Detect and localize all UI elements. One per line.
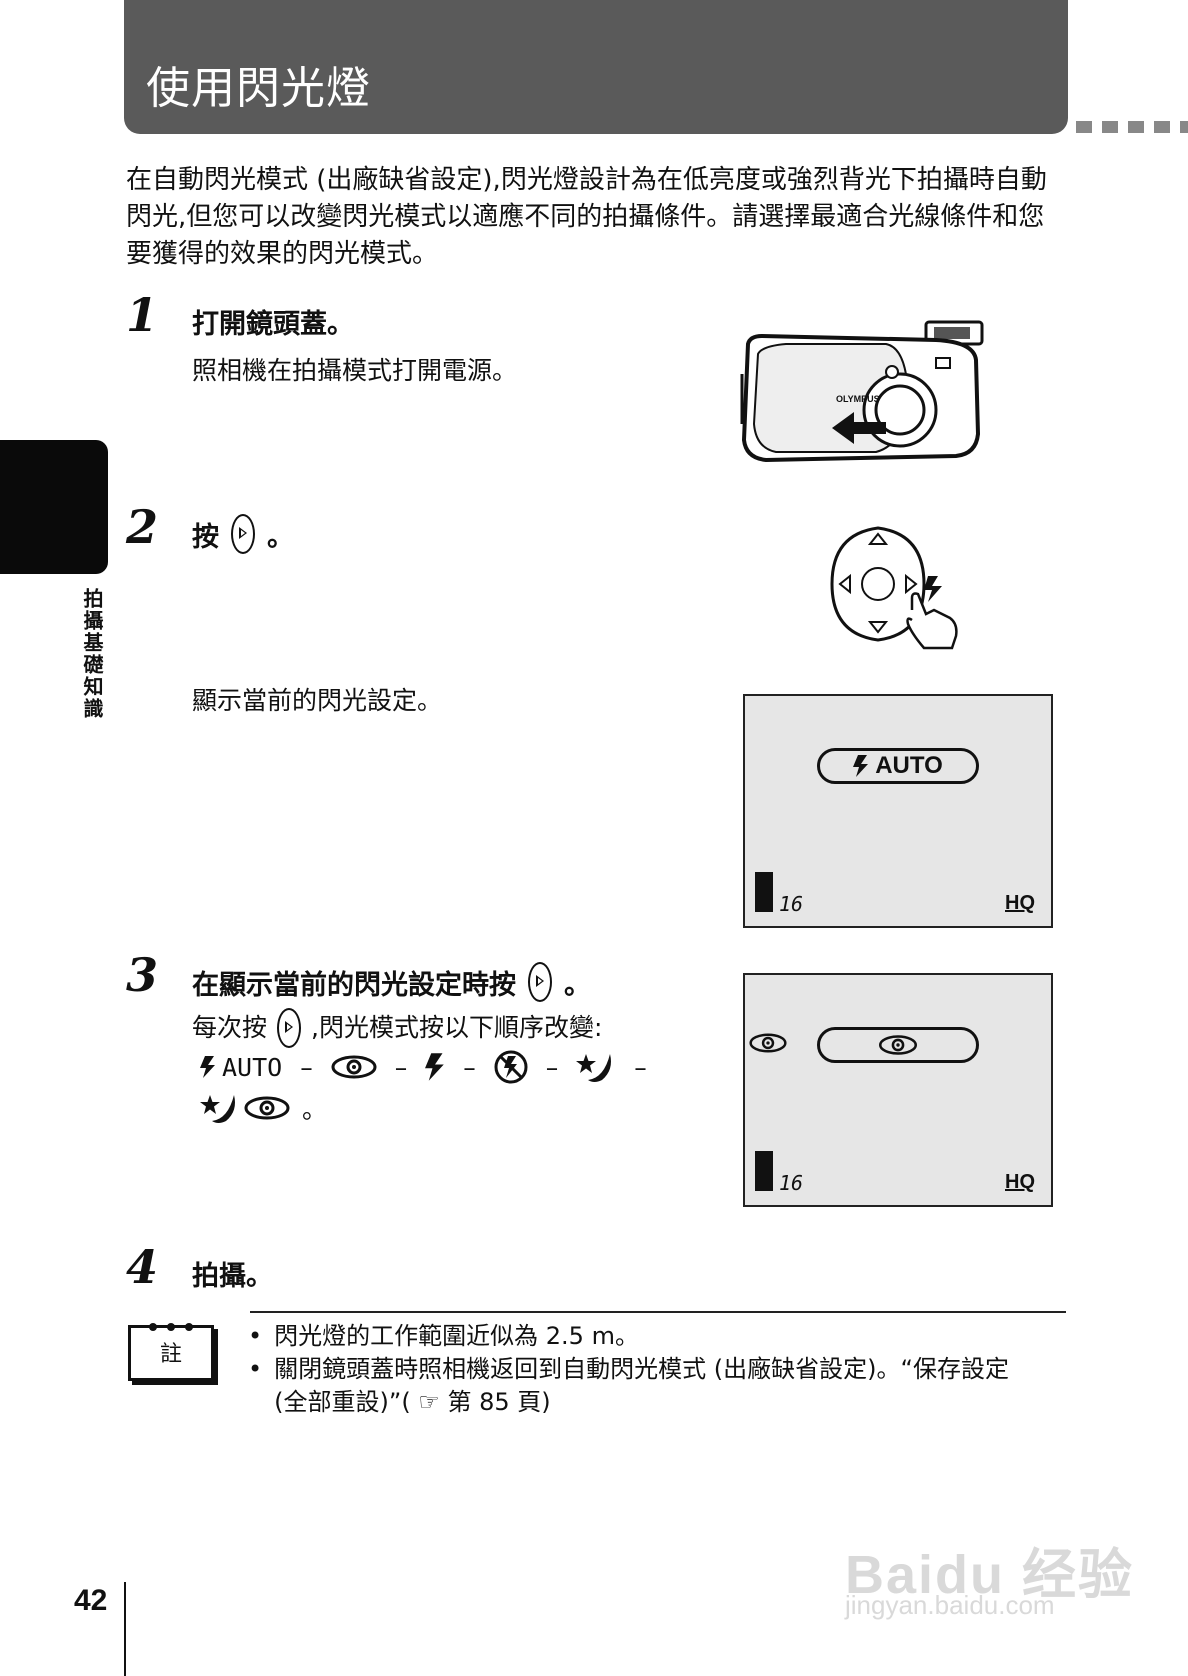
lcd-shot-count: 16 bbox=[779, 1171, 804, 1195]
step-body-3-suffix: ,閃光模式按以下順序改變: bbox=[311, 1013, 603, 1042]
step-title-3-suffix: 。 bbox=[564, 969, 591, 1001]
lcd-flash-mode-text: AUTO bbox=[875, 752, 943, 779]
title-dots bbox=[1076, 121, 1188, 133]
camera-illustration: OLYMPUS bbox=[740, 320, 984, 463]
note-list: •閃光燈的工作範圍近似為 2.5 m。 •關閉鏡頭蓋時照相機返回到自動閃光模式 … bbox=[248, 1320, 1048, 1419]
right-arrow-button-icon bbox=[231, 514, 255, 554]
step-title-3: 在顯示當前的閃光設定時按 。 bbox=[192, 962, 591, 1002]
lcd-quality: HQ bbox=[1005, 1171, 1035, 1193]
step-title-3-prefix: 在顯示當前的閃光設定時按 bbox=[192, 969, 516, 1001]
step-body-2: 顯示當前的閃光設定。 bbox=[192, 686, 443, 715]
fill-flash-icon bbox=[425, 1053, 444, 1081]
step-title-2: 按 。 bbox=[192, 514, 294, 554]
pointing-hand-icon bbox=[906, 592, 958, 650]
step-body-3-prefix: 每次按 bbox=[192, 1013, 268, 1042]
sequence-dash: – bbox=[300, 1052, 313, 1082]
battery-bar-icon bbox=[755, 1151, 773, 1191]
footer-divider bbox=[124, 1582, 126, 1676]
note-item: •關閉鏡頭蓋時照相機返回到自動閃光模式 (出廠缺省設定)。“保存設定 (全部重設… bbox=[248, 1353, 1048, 1419]
page-number: 42 bbox=[74, 1584, 108, 1617]
up-arrow-icon bbox=[867, 532, 889, 545]
flash-auto-icon bbox=[200, 1056, 215, 1078]
watermark-logo: Baidu 经验 bbox=[845, 1545, 1135, 1605]
lcd-flash-mode-pill bbox=[817, 1027, 979, 1063]
title-banner bbox=[124, 0, 1068, 134]
sequence-dash: – bbox=[394, 1052, 408, 1082]
step-number-1: 1 bbox=[126, 288, 159, 342]
note-icon: 註 bbox=[128, 1323, 214, 1381]
sequence-dash: – bbox=[545, 1052, 559, 1082]
step-title-4: 拍攝。 bbox=[192, 1261, 273, 1292]
note-item-text: 閃光燈的工作範圍近似為 2.5 m。 bbox=[274, 1322, 639, 1350]
chapter-label: 拍攝基礎知識 bbox=[80, 588, 104, 720]
lcd-flash-mode-pill: AUTO bbox=[817, 748, 979, 784]
flash-icon bbox=[924, 576, 942, 602]
step-title-2-prefix: 按 bbox=[192, 521, 219, 553]
step-number-2: 2 bbox=[126, 500, 159, 554]
notepad-rings-icon bbox=[149, 1323, 193, 1331]
battery-bar-icon bbox=[755, 872, 773, 912]
down-arrow-icon bbox=[867, 621, 889, 634]
arrow-pad-illustration bbox=[830, 526, 958, 650]
step-number-3: 3 bbox=[126, 948, 159, 1002]
flash-icon bbox=[853, 755, 869, 777]
step-body-3: 每次按 ,閃光模式按以下順序改變: bbox=[192, 1008, 602, 1048]
night-scene-icon bbox=[200, 1095, 235, 1123]
left-arrow-icon bbox=[838, 573, 851, 595]
camera-brand: OLYMPUS bbox=[836, 394, 880, 404]
lcd-screen-redeye: 16 HQ bbox=[743, 973, 1053, 1207]
flash-sequence-line-1: AUTO – – – – – bbox=[200, 1050, 647, 1084]
flash-sequence-line-2: 。 bbox=[200, 1090, 327, 1126]
lcd-screen-auto: AUTO 16 HQ bbox=[743, 694, 1053, 928]
sequence-end: 。 bbox=[302, 1095, 328, 1124]
lcd-shot-count: 16 bbox=[779, 892, 804, 916]
sequence-dash: – bbox=[463, 1052, 476, 1082]
red-eye-icon bbox=[749, 1033, 787, 1053]
right-arrow-button-icon bbox=[528, 962, 552, 1002]
right-arrow-button-icon bbox=[277, 1008, 302, 1048]
lcd-quality: HQ bbox=[1005, 892, 1035, 914]
sequence-auto-label: AUTO bbox=[222, 1052, 283, 1082]
page-title: 使用閃光燈 bbox=[146, 63, 371, 114]
step-body-1: 照相機在拍攝模式打開電源。 bbox=[192, 356, 518, 385]
note-item-text: 關閉鏡頭蓋時照相機返回到自動閃光模式 (出廠缺省設定)。“保存設定 (全部重設)… bbox=[274, 1355, 1009, 1416]
step-title-2-suffix: 。 bbox=[267, 521, 294, 553]
night-scene-icon bbox=[576, 1054, 612, 1082]
step-title-1: 打開鏡頭蓋。 bbox=[192, 309, 354, 340]
flash-off-icon bbox=[494, 1050, 528, 1084]
note-item: •閃光燈的工作範圍近似為 2.5 m。 bbox=[248, 1320, 1048, 1353]
red-eye-icon bbox=[878, 1035, 918, 1055]
note-rule bbox=[250, 1311, 1066, 1313]
red-eye-icon bbox=[244, 1096, 290, 1120]
right-arrow-icon bbox=[905, 573, 918, 595]
sequence-dash: – bbox=[634, 1052, 647, 1082]
intro-paragraph: 在自動閃光模式 (出廠缺省設定),閃光燈設計為在低亮度或強烈背光下拍攝時自動閃光… bbox=[126, 165, 1047, 269]
watermark-url: jingyan.baidu.com bbox=[845, 1590, 1055, 1620]
red-eye-icon bbox=[331, 1055, 377, 1079]
step-number-4: 4 bbox=[126, 1240, 159, 1294]
note-label: 註 bbox=[159, 1342, 182, 1367]
chapter-tab bbox=[0, 440, 108, 574]
